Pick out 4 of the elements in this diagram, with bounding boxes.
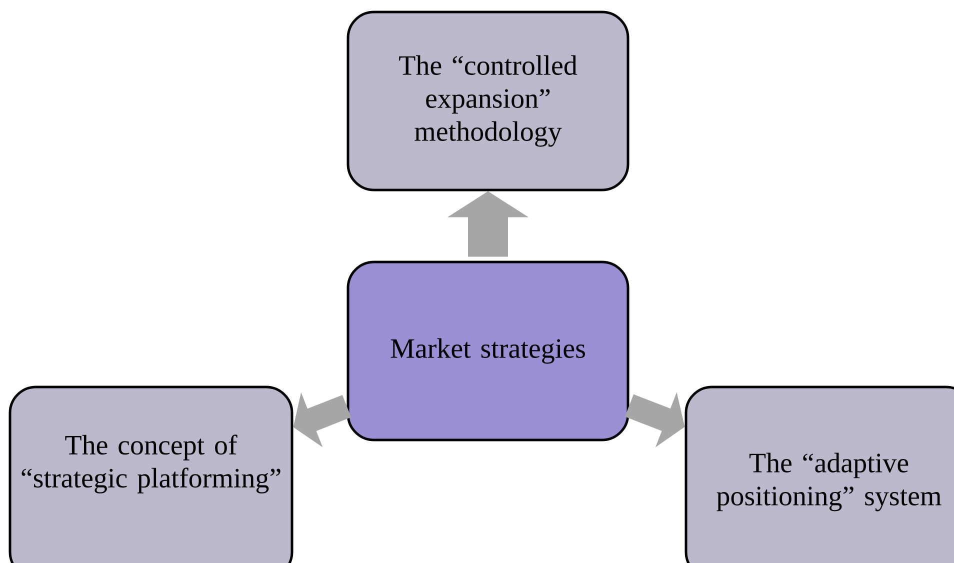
process-box: The “controlled expansion” methodology: [346, 10, 630, 192]
process-box: The concept of “strategic platforming”: [8, 386, 294, 563]
process-box: The “adaptive positioning” system: [684, 386, 954, 563]
process-box: Market strategies: [346, 260, 630, 442]
